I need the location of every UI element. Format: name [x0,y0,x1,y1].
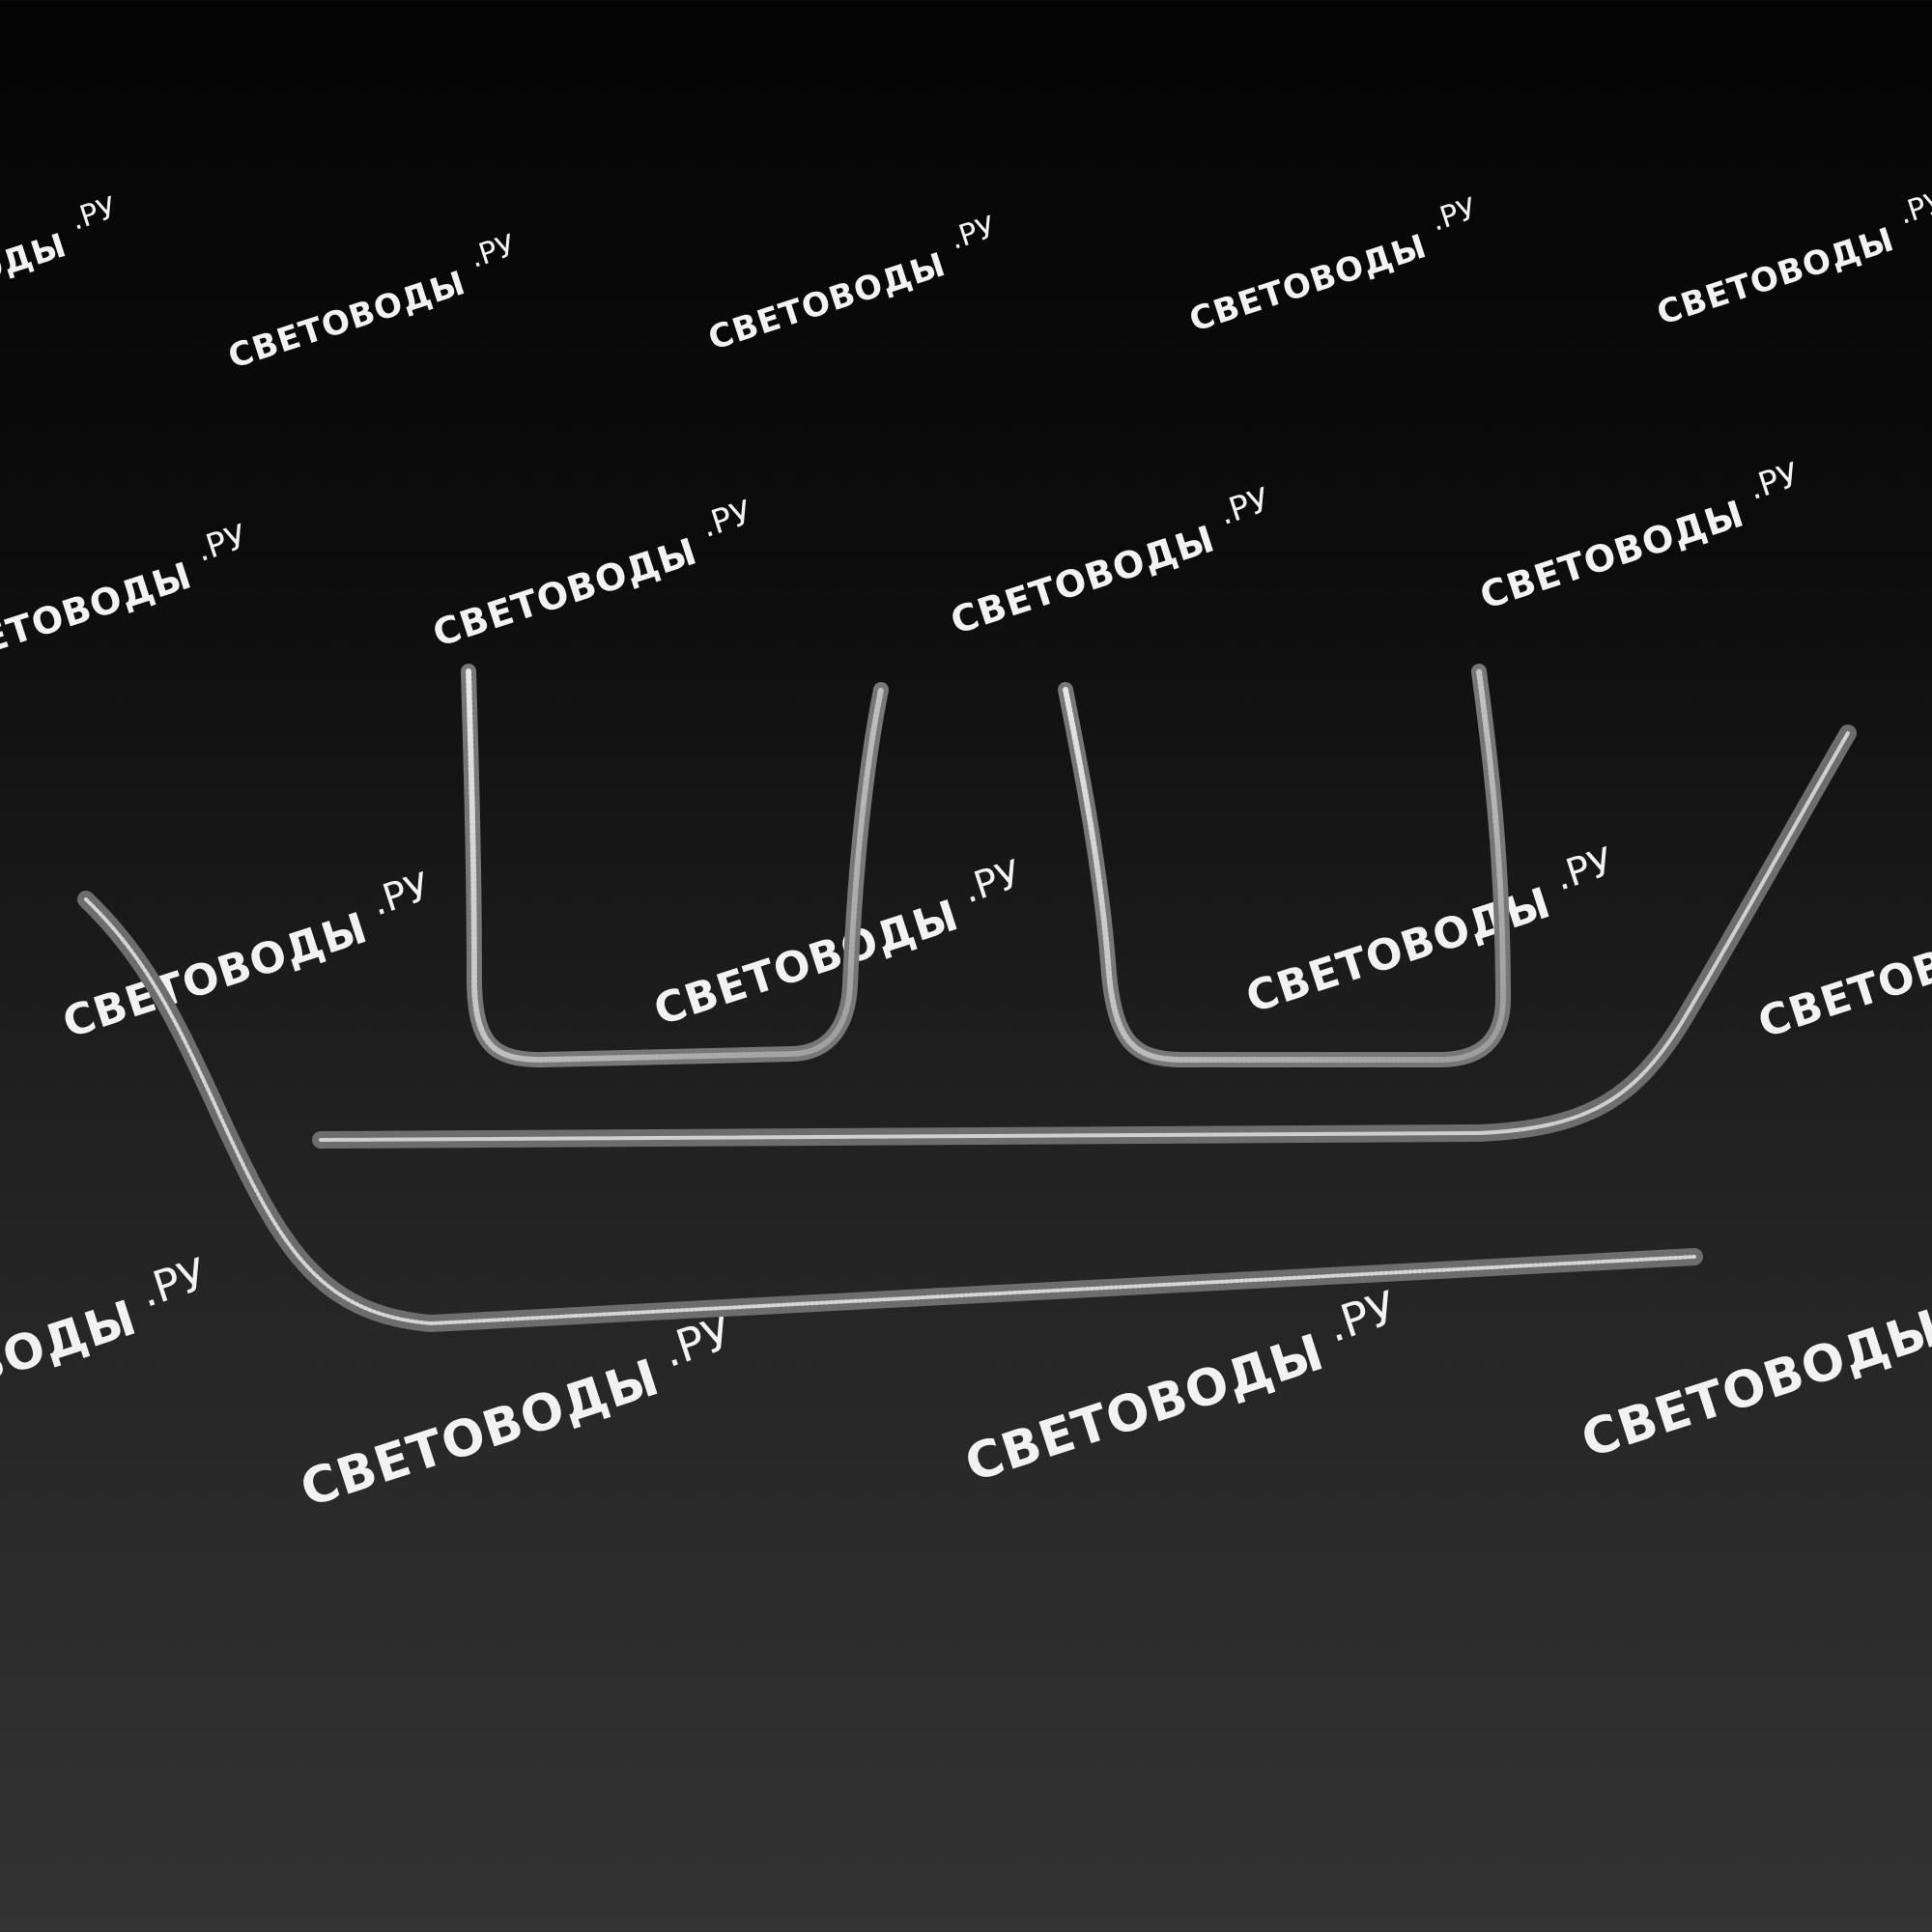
light-guide-right-u [1058,664,1512,1067]
light-guide-long-bottom [77,891,1703,1333]
light-guide-left-u [461,664,889,1068]
light-guide-long-top [312,724,1857,1149]
